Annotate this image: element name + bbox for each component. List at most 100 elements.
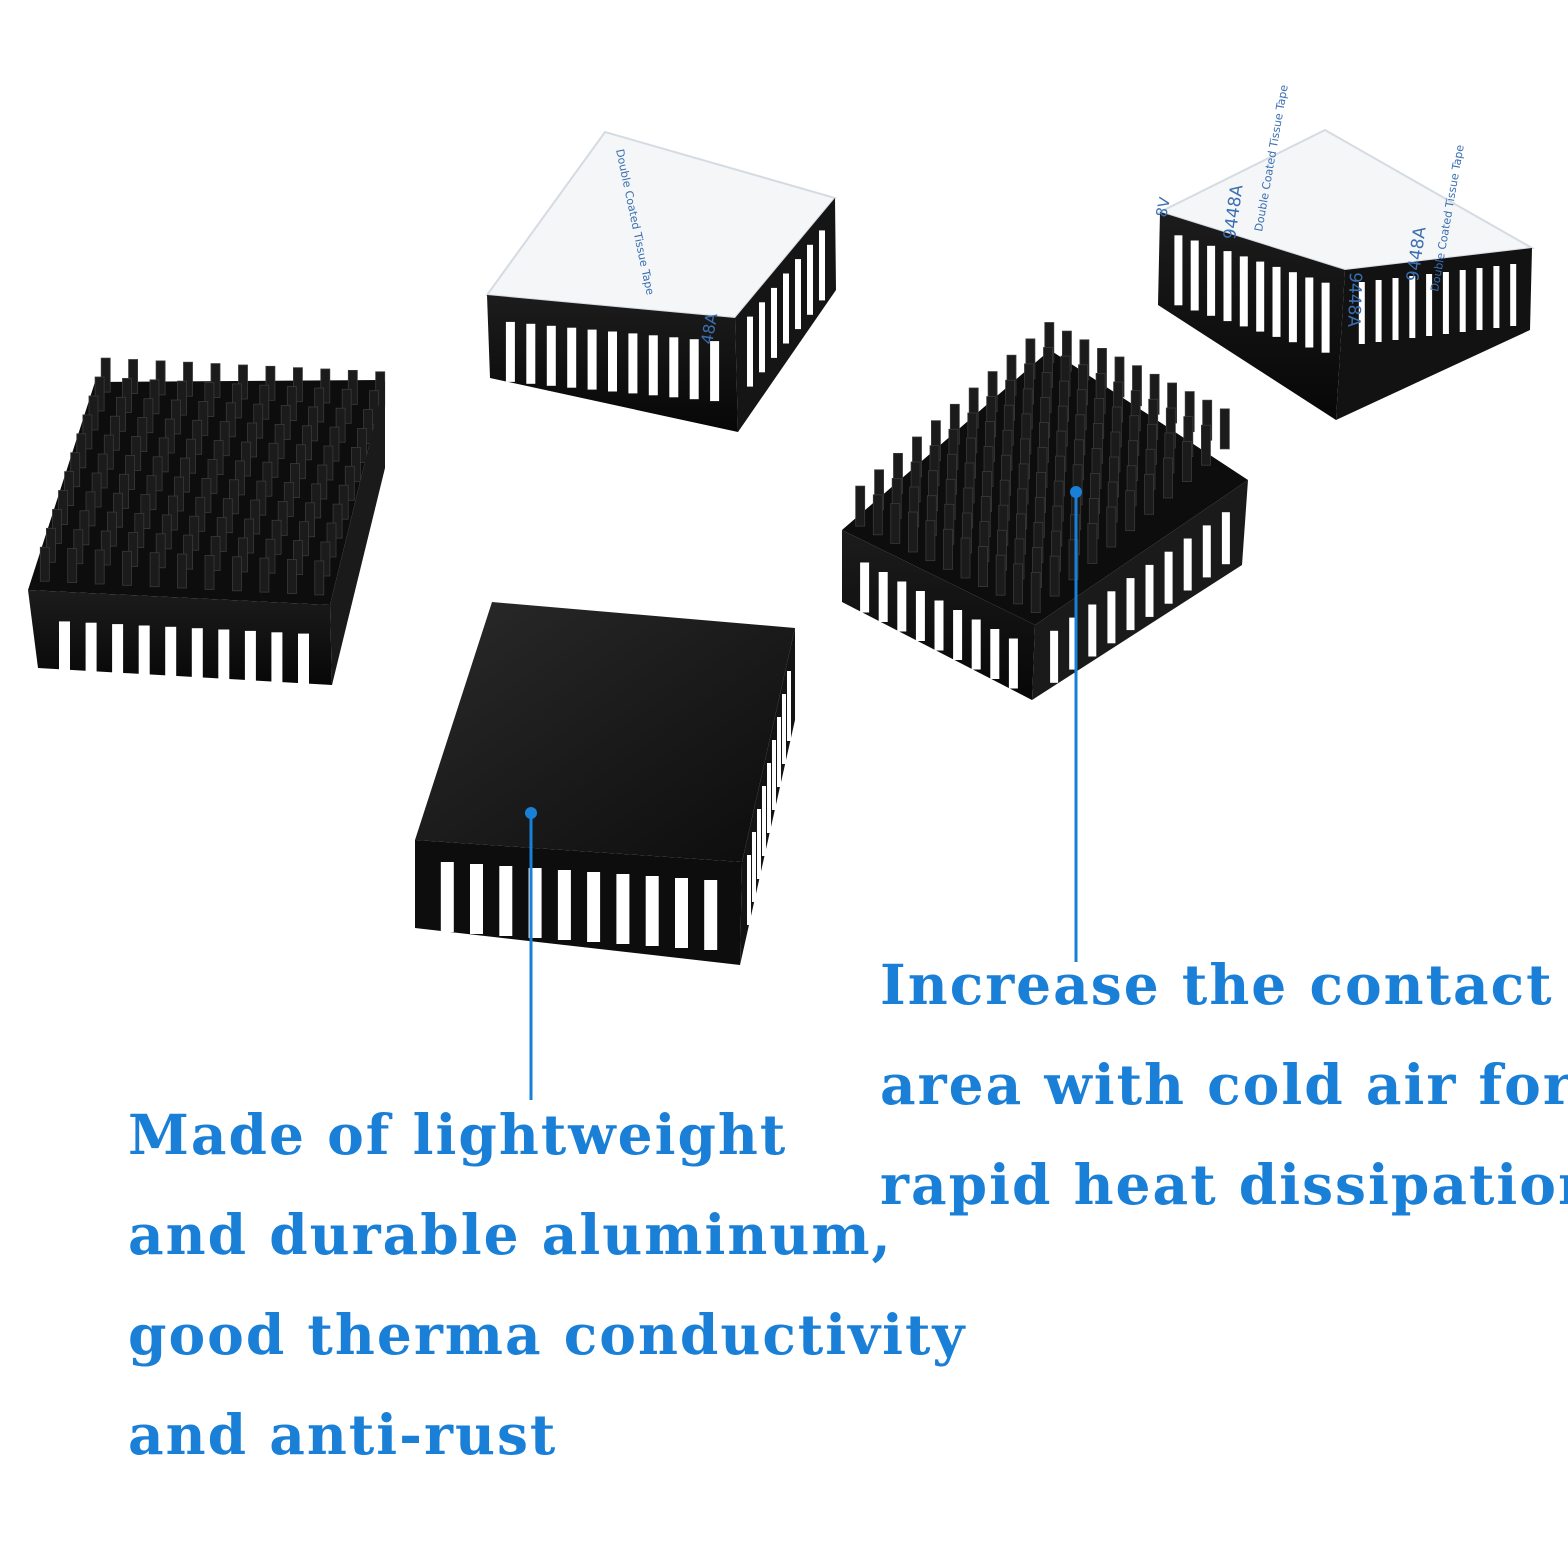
fin-pin [908,511,918,553]
heatsink-side-face [330,380,385,685]
heatsink-taped-center: 48A Double Coated Tissue Tape [485,130,837,432]
fin-pin [1219,408,1230,450]
fin-pin [978,546,988,587]
fin-pin [158,437,169,473]
fin-pin [265,538,276,574]
fin-pin [253,403,264,439]
fin-slot [1288,272,1297,343]
fin-pin [149,552,160,588]
fin-pin [262,461,273,497]
fin-pin [1201,424,1211,466]
fin-pin [341,388,352,424]
fin-pin [216,517,227,552]
fin-pin [323,445,334,481]
fin-pin [326,522,337,558]
fin-pin [250,499,261,535]
fin-pin [283,482,294,517]
fin-pin [100,357,111,393]
fin-pin [174,476,184,512]
fin-pin [110,415,120,451]
fin-slot [771,287,777,358]
heatsink-pin-grid-left [28,357,386,688]
fin-slot [747,855,751,925]
fin-slot [1008,638,1018,689]
fin-pin [289,463,300,499]
fin-pin [134,513,145,548]
fin-slot [616,874,630,944]
fin-pin [314,560,325,596]
heatsink-flat-base [415,602,795,965]
heatsink-side-face [1336,248,1532,420]
fin-pin [335,407,346,443]
heatsink-base-top [415,602,795,862]
fin-pin [189,515,200,551]
fin-pin [1182,441,1192,483]
fin-slot [440,862,454,932]
fin-pin [122,377,132,413]
fin-pin [192,419,203,455]
fin-slot [1409,276,1416,338]
fin-slot [1493,266,1500,328]
fin-slot [915,591,925,641]
fin-slot [747,316,753,387]
fin-slot [648,335,658,396]
fin-pin [198,400,209,436]
fin-pin [1144,473,1154,515]
fin-pin [131,436,142,471]
fin-pin [238,537,248,573]
fin-pin [872,494,883,536]
fin-slot [505,321,515,382]
fin-pin [210,536,221,571]
fin-slot [710,341,720,402]
fin-pin [960,537,971,579]
fin-slot [990,629,1000,679]
heatsink-front-face [415,840,742,965]
fin-pin [97,453,108,489]
fin-pin [344,465,355,501]
fin-pin [210,363,221,399]
fin-slot [1476,268,1483,330]
fin-pin [170,399,181,435]
heatsink-taped-right: 8V 9448A 9448A 9448A Double Coated Tissu… [1152,84,1536,420]
fin-pin [1163,457,1173,499]
fin-slot [934,600,944,651]
fin-pin [183,534,194,570]
fin-pin [231,383,242,419]
fin-pin [161,514,172,550]
fin-slot [878,572,888,622]
fin-slot [546,325,556,386]
fin-slot [897,581,907,632]
fin-slot [704,880,718,950]
fin-pin [39,546,50,582]
fin-pin [219,421,230,457]
callout-line: and durable aluminum, [128,1202,893,1267]
fin-slot [782,694,786,764]
fin-pin [280,405,291,440]
fin-slot [669,337,679,398]
fin-pin [228,479,239,515]
fin-pin [91,472,102,508]
fin-pin [305,502,316,538]
fin-pin [855,485,866,527]
fin-slot [1358,282,1365,344]
fin-pin [311,483,322,519]
fin-slot [752,832,756,902]
fin-pin [195,496,206,532]
fin-pin [155,533,166,569]
fin-slot [757,809,761,879]
fin-slot [783,273,789,344]
fin-pin [1106,506,1117,548]
fin-pin [292,367,303,403]
fin-slot [953,610,963,660]
heatsink-side-face [1032,480,1248,700]
fin-pin [213,440,224,476]
fin-pin [247,422,258,458]
fin-slot [587,329,597,390]
fin-pin [308,406,319,442]
fin-slot [759,302,765,373]
fin-pin [140,494,151,530]
fin-pin [76,433,87,469]
fin-pin [137,417,148,453]
fin-slot [777,717,781,787]
fin-slot [807,244,813,315]
